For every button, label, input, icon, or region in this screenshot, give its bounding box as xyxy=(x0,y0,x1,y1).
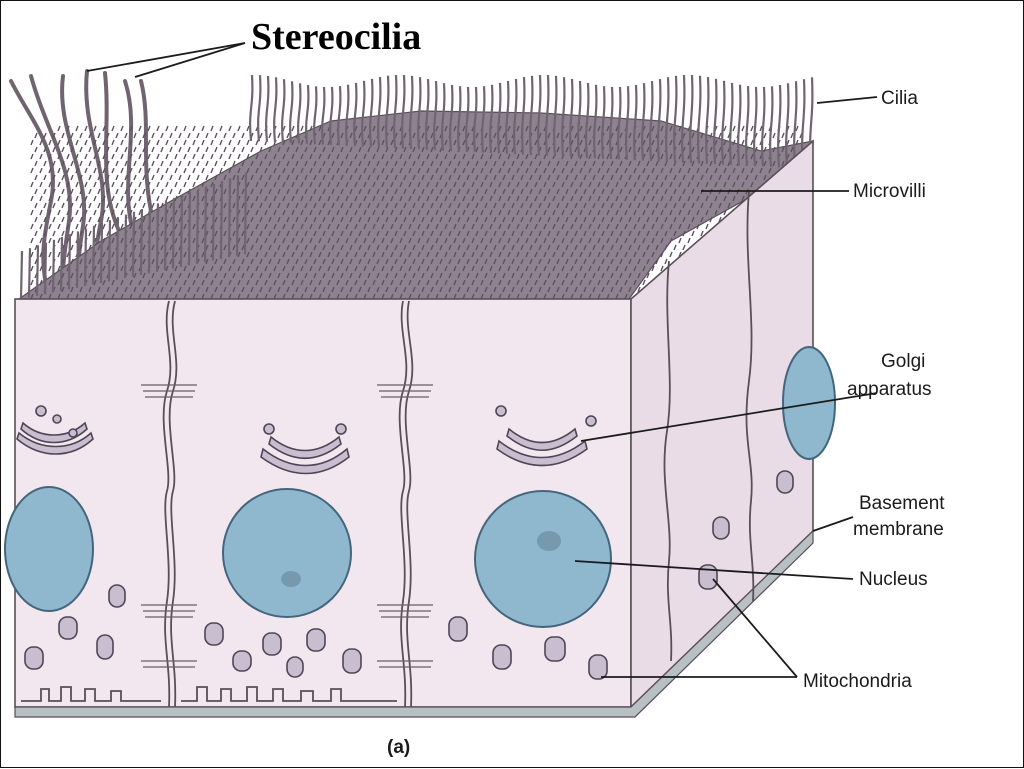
microvilli-texture-strokes xyxy=(30,125,803,300)
microvilli-top-surface xyxy=(17,110,814,300)
label-golgi-line1: Golgi xyxy=(881,351,925,372)
cell-boundaries xyxy=(162,190,755,708)
nucleus-leader xyxy=(574,560,854,580)
label-basement-line2: membrane xyxy=(853,519,944,540)
basement-leader xyxy=(812,516,854,532)
mitochondria xyxy=(24,470,794,680)
label-cilia: Cilia xyxy=(881,88,918,109)
stereocilia-leader xyxy=(86,42,246,78)
label-basement-line1: Basement xyxy=(859,493,945,514)
cilia-row xyxy=(19,74,814,300)
cilia-leader xyxy=(816,96,878,104)
label-mitochondria: Mitochondria xyxy=(803,671,912,692)
label-golgi-line2: apparatus xyxy=(847,379,932,400)
basement-membrane-slab xyxy=(14,529,814,718)
label-nucleus: Nucleus xyxy=(859,569,928,590)
microvilli-texture xyxy=(30,125,803,300)
title-stereocilia: Stereocilia xyxy=(251,16,421,58)
golgi-apparatus xyxy=(16,405,597,475)
figure-caption: (a) xyxy=(387,737,410,758)
mitochondria-leaders xyxy=(601,578,798,678)
basal-infoldings xyxy=(21,686,397,702)
golgi-leader xyxy=(580,392,878,442)
junction-marks xyxy=(141,384,433,668)
cilia-strokes xyxy=(19,74,814,300)
label-microvilli: Microvilli xyxy=(853,181,926,202)
nuclei xyxy=(4,346,836,628)
